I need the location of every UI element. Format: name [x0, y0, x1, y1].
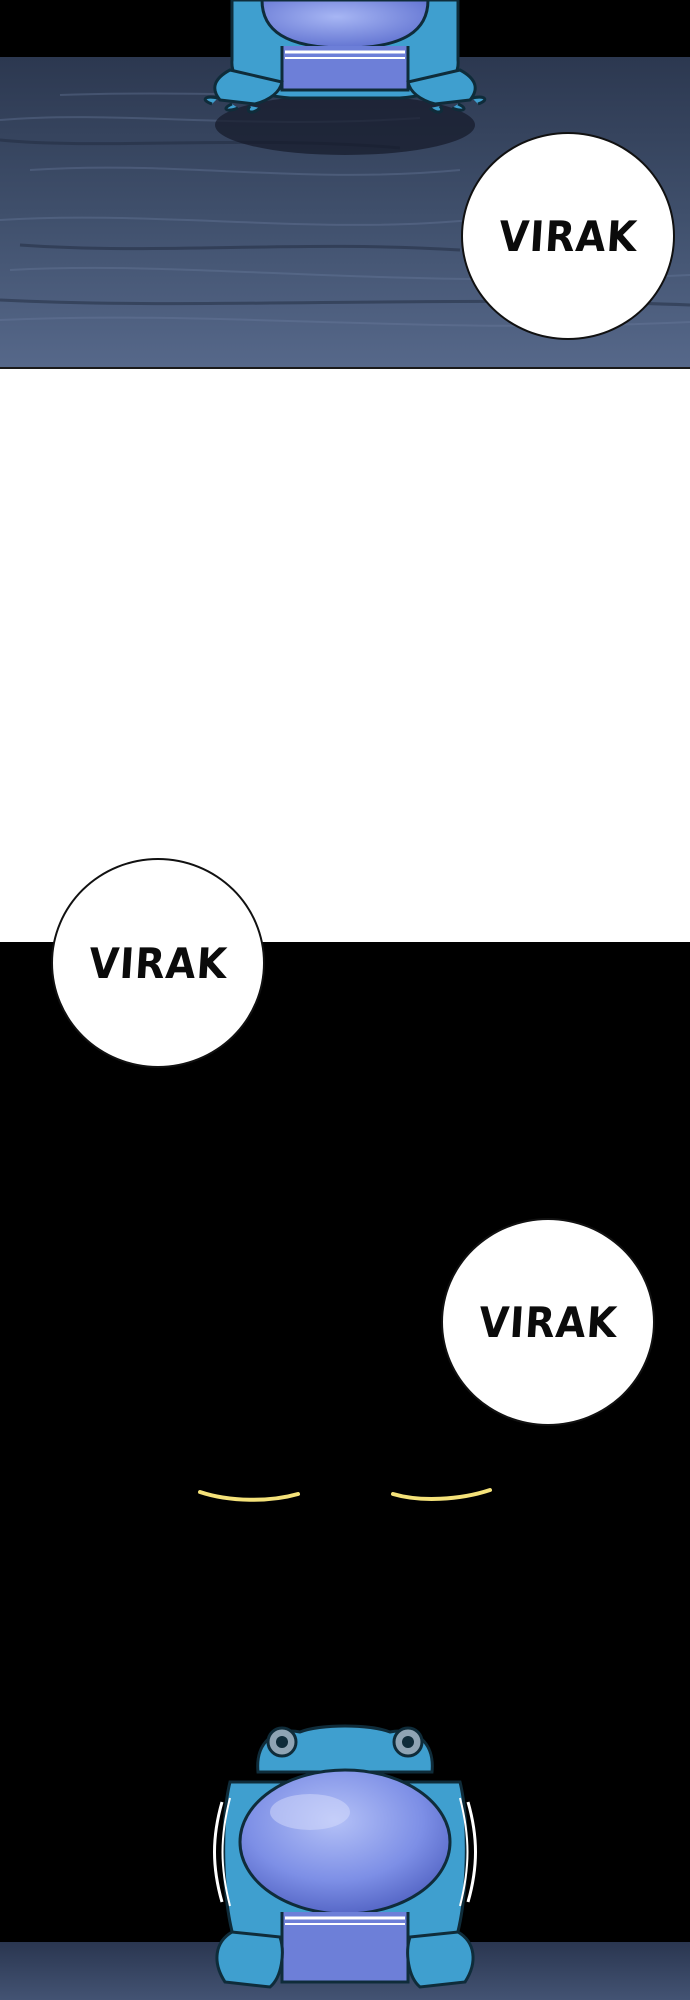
speech-bubble-1: VIRAK [461, 132, 675, 340]
frog-figure-bottom [213, 1724, 477, 1989]
dark-scene [0, 1488, 690, 2000]
panel-white-gutter [0, 369, 690, 942]
bubble-1-text: VIRAK [497, 211, 639, 261]
glowing-eyes [198, 1488, 492, 1502]
frog-shadow [215, 95, 475, 155]
speech-bubble-2: VIRAK [51, 858, 265, 1068]
speech-bubble-3: VIRAK [441, 1218, 655, 1426]
panel-darkness: VIRAK [0, 942, 690, 2000]
bubble-3-text: VIRAK [477, 1297, 619, 1347]
inflated-throat [238, 1768, 452, 1916]
frog-figure-top [203, 0, 487, 114]
panel-frog-on-ground: VIRAK [0, 0, 690, 369]
right-glowing-eye [391, 1488, 492, 1501]
bubble-2-text: VIRAK [87, 938, 229, 988]
left-glowing-eye [198, 1490, 300, 1502]
